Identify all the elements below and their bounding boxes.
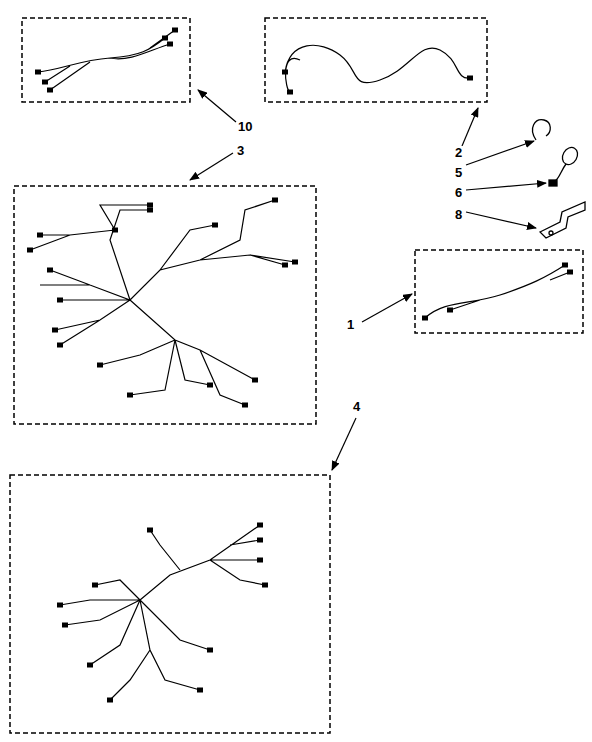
terminal (147, 208, 153, 213)
terminal (37, 233, 43, 238)
terminal (207, 648, 213, 653)
terminal (467, 76, 473, 81)
callout-number: 8 (454, 208, 463, 222)
terminal (562, 263, 568, 268)
terminal (257, 558, 263, 563)
group-box (22, 18, 190, 102)
wire-harness (30, 30, 570, 700)
group-box (14, 186, 316, 424)
terminal (282, 70, 288, 75)
terminal (147, 528, 153, 533)
terminal (62, 623, 68, 628)
terminal (47, 88, 53, 93)
terminal (57, 603, 63, 608)
terminal (447, 308, 453, 313)
terminal (167, 42, 173, 47)
callout-number: 1 (346, 318, 355, 332)
terminal (162, 36, 168, 41)
terminal (272, 198, 278, 203)
terminal (147, 203, 153, 208)
terminal (57, 298, 63, 303)
group-box (415, 250, 583, 333)
group-box (10, 475, 330, 733)
terminal-connectors (27, 28, 573, 703)
terminal (242, 403, 248, 408)
terminal (207, 383, 213, 388)
terminal (257, 538, 263, 543)
terminal (27, 248, 33, 253)
terminal (87, 663, 93, 668)
terminal (127, 393, 133, 398)
leader-lines (190, 90, 546, 470)
terminal (257, 523, 263, 528)
terminal (97, 363, 103, 368)
terminal (287, 90, 293, 95)
terminal (262, 583, 268, 588)
terminal (172, 28, 178, 33)
callout-number: 5 (454, 166, 463, 180)
terminal (57, 343, 63, 348)
terminal (252, 378, 258, 383)
callout-number: 10 (237, 120, 253, 134)
terminal (47, 268, 53, 273)
terminal (422, 316, 428, 321)
terminal (212, 223, 218, 228)
small-parts (532, 120, 585, 238)
group-box (265, 18, 487, 102)
callout-number: 3 (236, 144, 245, 158)
callout-number: 4 (352, 400, 361, 414)
callout-number: 6 (454, 186, 463, 200)
terminal (197, 688, 203, 693)
terminal (52, 328, 58, 333)
terminal (567, 270, 573, 275)
callout-number: 2 (454, 146, 463, 160)
terminal (282, 263, 288, 268)
terminal (42, 80, 48, 85)
terminal (292, 260, 298, 265)
terminal (107, 698, 113, 703)
terminal (112, 228, 118, 233)
terminal (92, 583, 98, 588)
terminal (35, 70, 41, 75)
